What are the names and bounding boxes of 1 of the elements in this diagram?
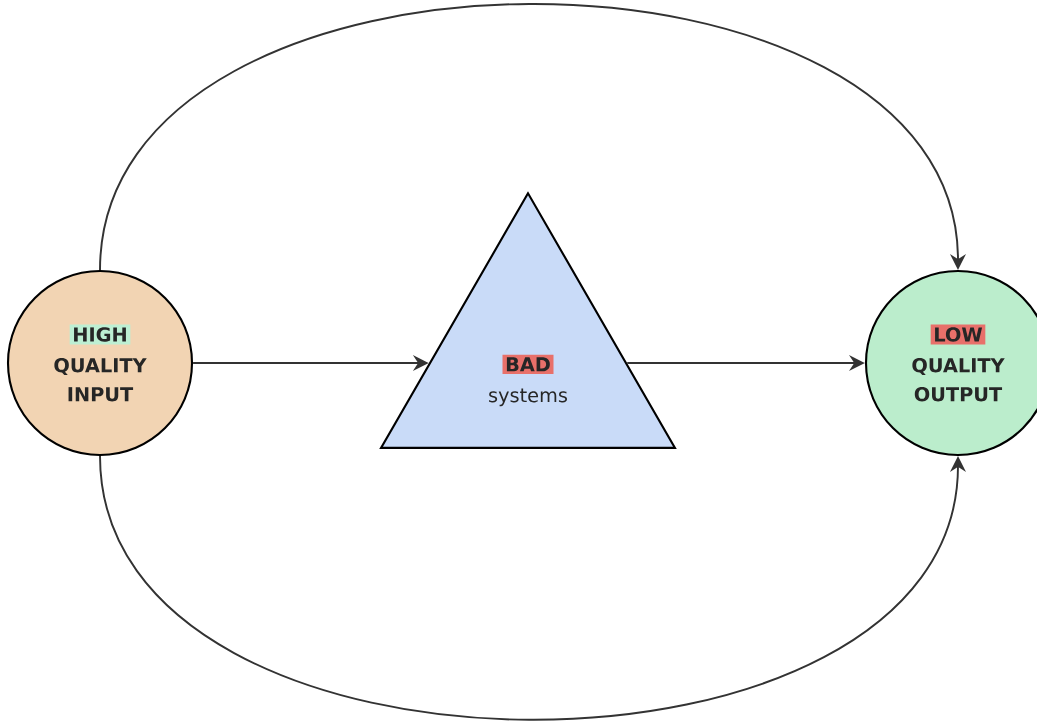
arrow [99,3,967,271]
